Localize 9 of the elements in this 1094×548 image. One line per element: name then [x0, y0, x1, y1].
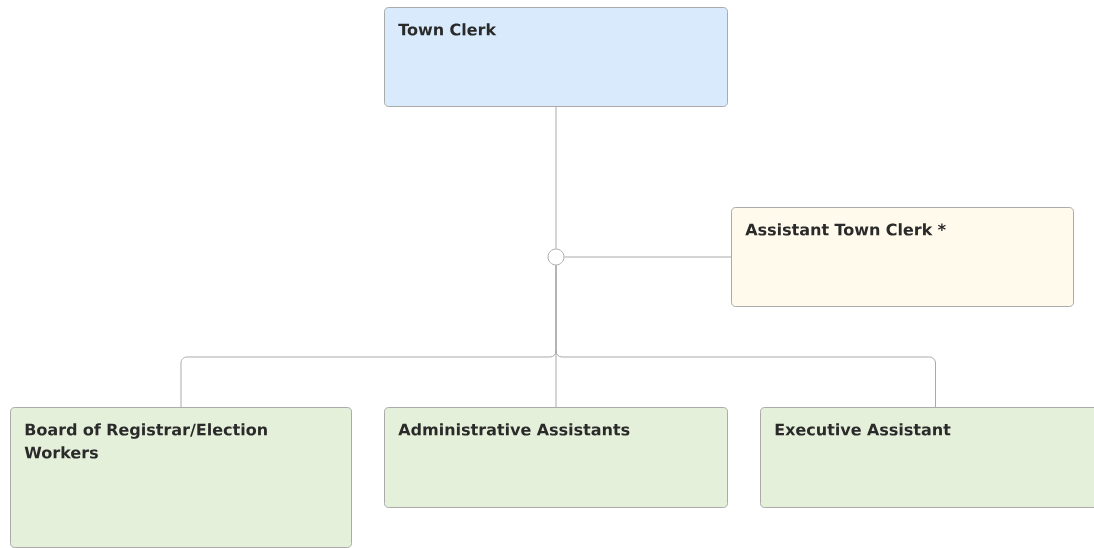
connector-line — [564, 256, 732, 258]
role-box: Executive Assistant — [760, 407, 1094, 508]
role-box: Town Clerk — [384, 7, 728, 107]
connector-line — [555, 265, 936, 408]
role-box: Administrative Assistants — [384, 407, 728, 508]
role-box: Assistant Town Clerk * — [731, 207, 1074, 307]
junction-circle — [547, 248, 565, 266]
role-box: Board of Registrar/Election Workers — [10, 407, 352, 548]
connector-line — [555, 106, 557, 249]
